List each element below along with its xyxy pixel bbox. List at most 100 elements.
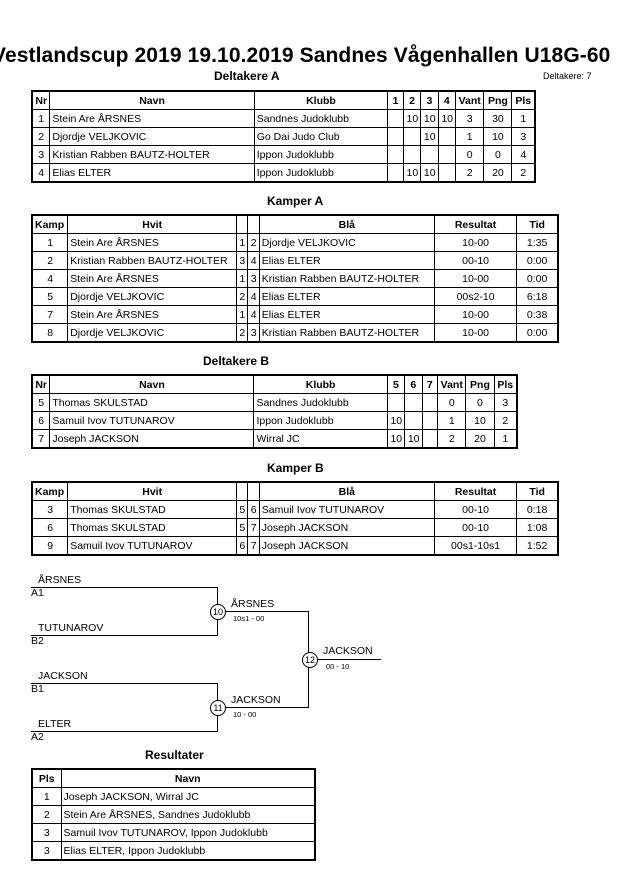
cell-png: 0 bbox=[465, 393, 495, 412]
cell-resultat: 00-10 bbox=[433, 251, 518, 270]
cell-pls: 3 bbox=[493, 393, 518, 412]
cell-2: 10 bbox=[402, 163, 422, 183]
cell-7 bbox=[421, 411, 439, 430]
group-b-title: Deltakere B bbox=[203, 354, 270, 368]
sf1-bottom-name: TUTUNAROV bbox=[38, 622, 104, 634]
col-4: 4 bbox=[437, 90, 457, 110]
final-winner: JACKSON bbox=[323, 645, 373, 657]
cell-kamp: 4 bbox=[31, 269, 69, 288]
cell-hvit-nr: 1 bbox=[236, 305, 249, 324]
cell-nr: 5 bbox=[31, 393, 51, 412]
group-a-title: Deltakere A bbox=[214, 69, 280, 83]
col-pls: Pls bbox=[31, 768, 62, 788]
cell-bla: Kristian Rabben BAUTZ-HOLTER bbox=[258, 323, 435, 343]
cell-hvit-nr: 2 bbox=[236, 287, 249, 306]
cell-hvit: Djordje VELJKOVIC bbox=[67, 287, 238, 306]
cell-navn: Elias ELTER, Ippon Judoklubb bbox=[60, 841, 316, 861]
cell-kamp: 3 bbox=[31, 500, 69, 519]
cell-pls: 1 bbox=[511, 109, 536, 128]
cell-bla: Elias ELTER bbox=[258, 251, 435, 270]
cell-png: 10 bbox=[465, 411, 495, 430]
cell-vant: 1 bbox=[454, 127, 485, 146]
sf2-winner: JACKSON bbox=[231, 694, 281, 706]
cell-resultat: 00s2-10 bbox=[433, 287, 518, 306]
cell-vant: 2 bbox=[437, 429, 467, 449]
col-hvit: Hvit bbox=[67, 214, 238, 234]
col-png: Png bbox=[483, 90, 513, 110]
cell-tid: 0:18 bbox=[516, 500, 559, 519]
cell-navn: Elias ELTER bbox=[49, 163, 255, 183]
cell-hvit-nr: 1 bbox=[236, 269, 249, 288]
col-hvit: Hvit bbox=[67, 481, 238, 501]
cell-kamp: 7 bbox=[31, 305, 69, 324]
cell-pls: 3 bbox=[31, 841, 62, 861]
cell-png: 10 bbox=[483, 127, 513, 146]
results-header-row: Pls Navn bbox=[31, 768, 316, 788]
sf2-bottom-name: ELTER bbox=[38, 718, 72, 730]
col-nr: Nr bbox=[31, 374, 51, 394]
results-title: Resultater bbox=[145, 748, 204, 762]
cell-bla-nr: 2 bbox=[247, 233, 260, 252]
sf1-bottom-seed: B2 bbox=[31, 635, 44, 647]
participants-count: Deltakere: 7 bbox=[543, 71, 592, 81]
cell-hvit-nr: 6 bbox=[236, 536, 249, 556]
cell-pls: 1 bbox=[493, 429, 518, 449]
cell-tid: 1:35 bbox=[516, 233, 559, 252]
cell-resultat: 10-00 bbox=[433, 305, 518, 324]
col-kamp: Kamp bbox=[31, 214, 69, 234]
matches-a-title: Kamper A bbox=[267, 194, 324, 208]
cell-kamp: 9 bbox=[31, 536, 69, 556]
col-bla: Blå bbox=[258, 214, 435, 234]
cell-5: 10 bbox=[386, 429, 406, 449]
cell-pls: 1 bbox=[31, 787, 62, 806]
sf1-score: 10s1 - 00 bbox=[233, 614, 265, 623]
col-bla: Blå bbox=[258, 481, 435, 501]
cell-hvit: Kristian Rabben BAUTZ-HOLTER bbox=[67, 251, 238, 270]
cell-4 bbox=[437, 145, 457, 164]
cell-7 bbox=[421, 393, 439, 412]
sf1-top-seed: A1 bbox=[31, 587, 44, 599]
cell-2: 10 bbox=[402, 109, 422, 128]
cell-resultat: 10-00 bbox=[433, 269, 518, 288]
cell-2 bbox=[402, 127, 422, 146]
page-title: Vestlandscup 2019 19.10.2019 Sandnes Våg… bbox=[0, 44, 611, 67]
cell-bla-nr: 7 bbox=[247, 536, 260, 556]
cell-hvit-nr: 3 bbox=[236, 251, 249, 270]
cell-klubb: Wirral JC bbox=[253, 429, 388, 449]
cell-bla: Kristian Rabben BAUTZ-HOLTER bbox=[258, 269, 435, 288]
cell-4 bbox=[437, 127, 457, 146]
cell-resultat: 00s1-10s1 bbox=[433, 536, 518, 556]
cell-hvit-nr: 1 bbox=[236, 233, 249, 252]
sf2-top-seed: B1 bbox=[31, 683, 44, 695]
cell-vant: 2 bbox=[454, 163, 485, 183]
col-6: 6 bbox=[404, 374, 423, 394]
cell-bla-nr: 3 bbox=[247, 269, 260, 288]
cell-5: 10 bbox=[386, 411, 406, 430]
cell-tid: 0:38 bbox=[516, 305, 559, 324]
cell-4: 10 bbox=[437, 109, 457, 128]
col-2: 2 bbox=[402, 90, 422, 110]
col-png: Png bbox=[465, 374, 495, 394]
cell-1 bbox=[387, 109, 404, 128]
cell-png: 30 bbox=[483, 109, 513, 128]
sf2-match-number: 11 bbox=[210, 700, 226, 716]
col-resultat: Resultat bbox=[433, 214, 518, 234]
cell-hvit-nr: 2 bbox=[236, 323, 249, 343]
cell-6: 10 bbox=[404, 429, 423, 449]
cell-tid: 1:52 bbox=[516, 536, 559, 556]
cell-pls: 2 bbox=[511, 163, 536, 183]
cell-navn: Stein Are ÅRSNES, Sandnes Judoklubb bbox=[60, 805, 316, 824]
col-vant: Vant bbox=[454, 90, 485, 110]
cell-png: 20 bbox=[465, 429, 495, 449]
cell-bla-nr: 4 bbox=[247, 287, 260, 306]
cell-resultat: 10-00 bbox=[433, 233, 518, 252]
sf1-winner: ÅRSNES bbox=[231, 598, 275, 610]
cell-vant: 0 bbox=[454, 145, 485, 164]
